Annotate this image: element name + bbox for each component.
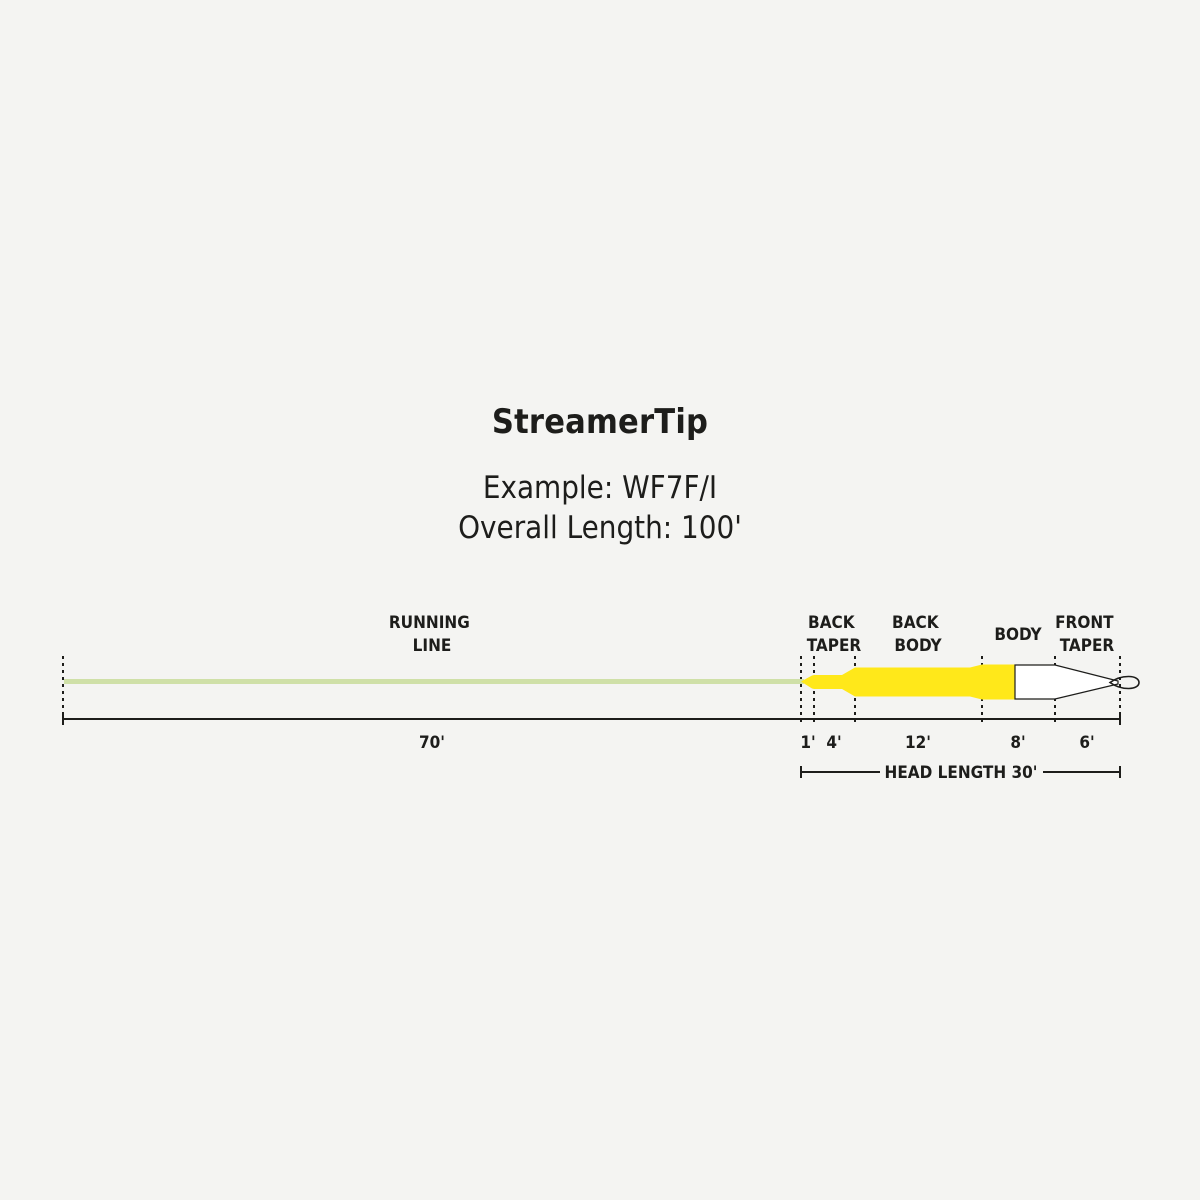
measurement-axis — [62, 713, 1121, 725]
length-back-body: 12' — [905, 733, 931, 753]
length-running-line: 70' — [419, 733, 445, 753]
example-line-spec: Example: WF7F/I — [482, 470, 718, 506]
length-front-transition: 1' — [800, 733, 815, 753]
head-length-bracket — [800, 766, 1121, 778]
overall-length: Overall Length: 100' — [458, 510, 742, 546]
label-front-taper: FRONT TAPER — [1055, 613, 1119, 656]
label-running-line: RUNNING LINE — [389, 613, 475, 656]
label-back-taper: BACK TAPER — [807, 613, 862, 656]
intermediate-tip-shape — [1014, 664, 1119, 700]
floating-head-shape — [801, 664, 1015, 700]
length-back-taper: 4' — [826, 733, 841, 753]
running-line-shape — [64, 679, 804, 684]
label-back-body: BACK BODY — [892, 613, 944, 656]
diagram-title: StreamerTip — [491, 402, 709, 442]
length-body: 8' — [1010, 733, 1025, 753]
label-body: BODY — [994, 625, 1042, 645]
length-front-taper: 6' — [1079, 733, 1094, 753]
head-length-label: HEAD LENGTH 30' — [885, 763, 1038, 783]
welded-loop-icon — [1108, 675, 1140, 690]
